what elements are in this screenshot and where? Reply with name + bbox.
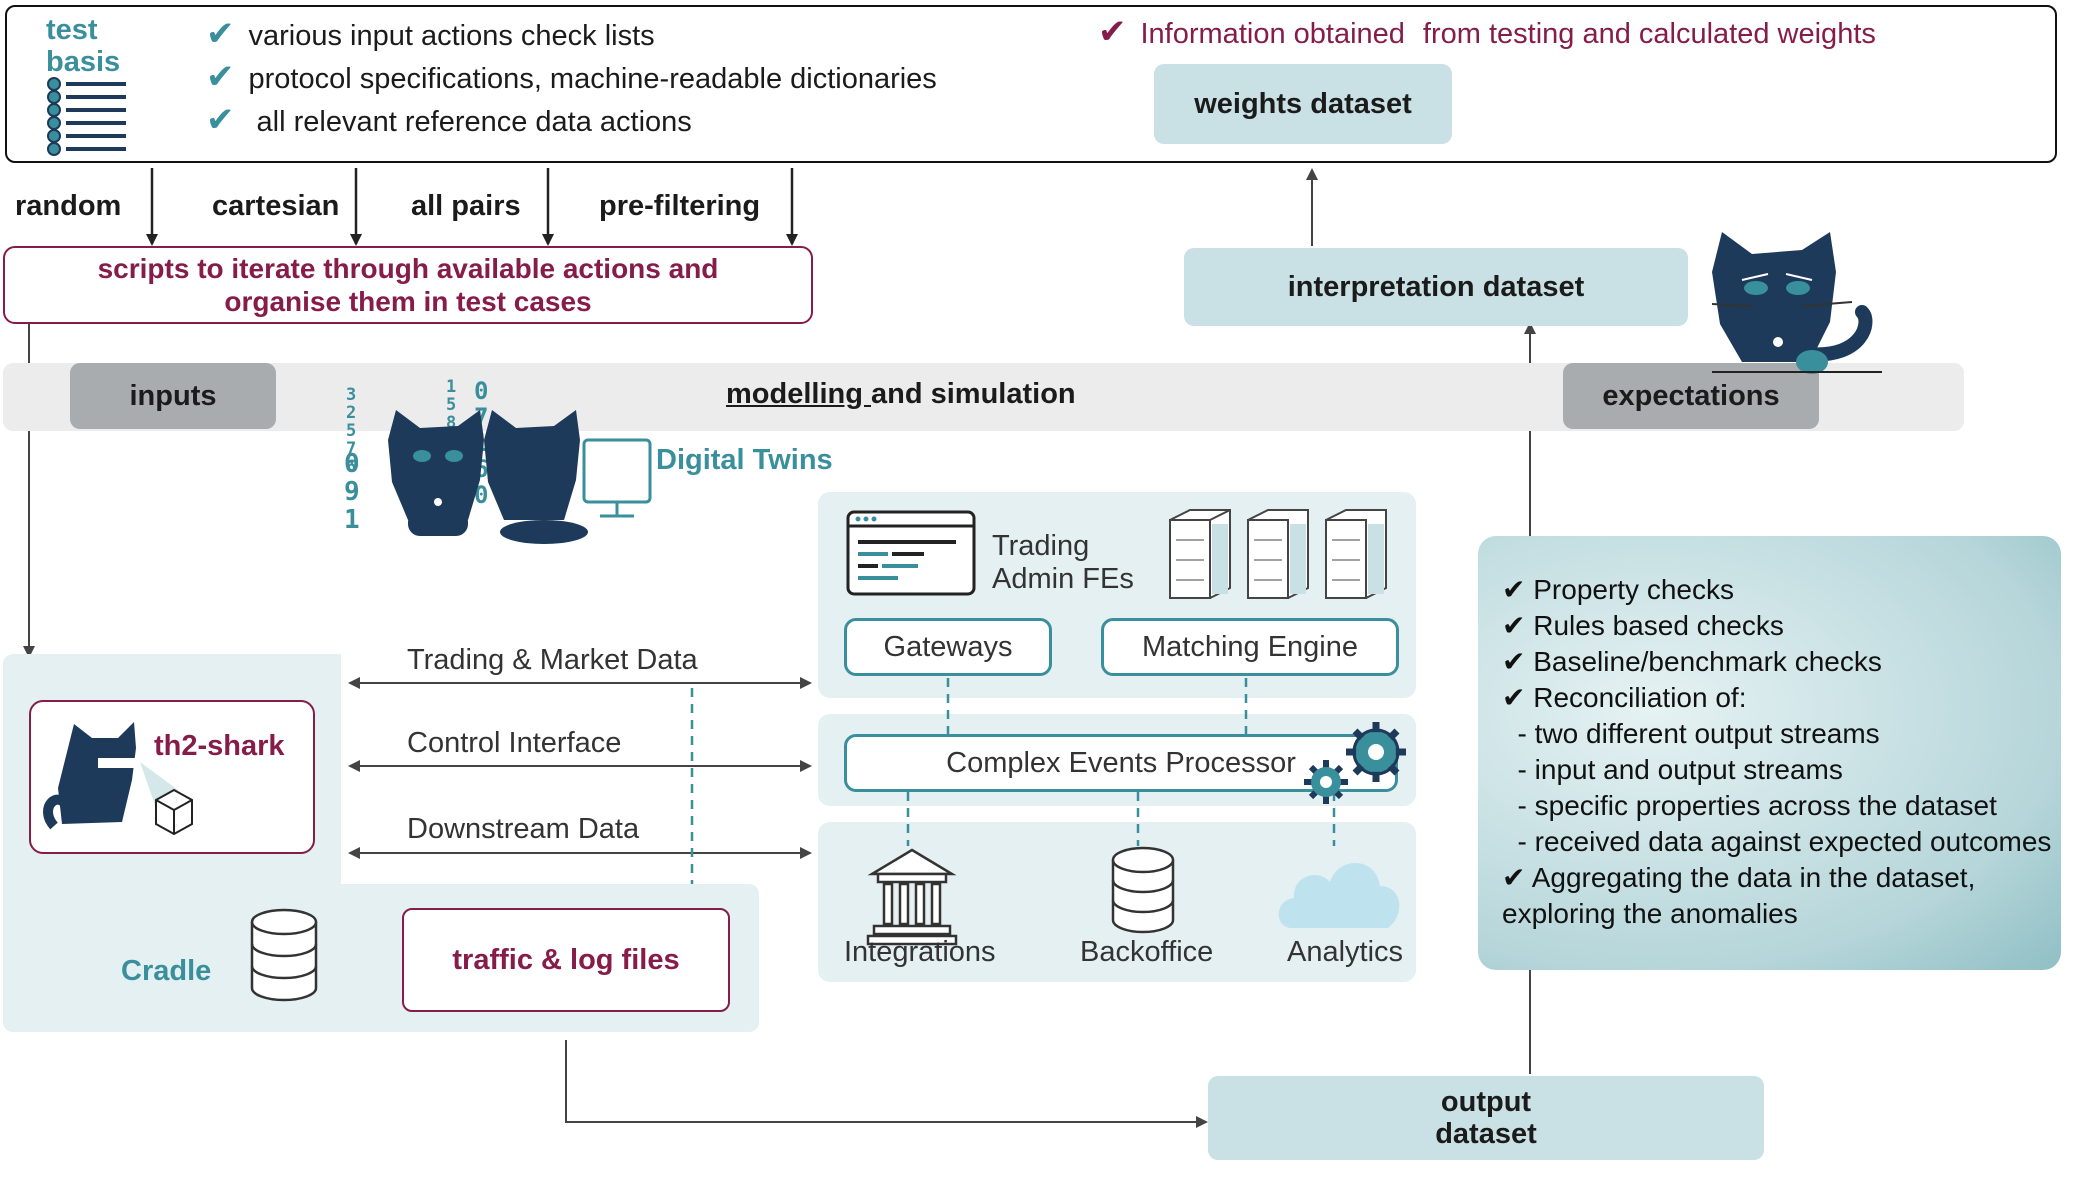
inputs-pill: inputs bbox=[70, 363, 276, 429]
integrations-label: Integrations bbox=[844, 936, 996, 968]
method-pre-filtering: pre-filtering bbox=[599, 190, 761, 222]
check-rules: ✔ Rules based checks bbox=[1502, 610, 1784, 641]
check-icon: ✔ bbox=[206, 101, 235, 139]
check-baseline: ✔ Baseline/benchmark checks bbox=[1502, 646, 1882, 677]
reconcile-input-output: - input and output streams bbox=[1502, 754, 1843, 785]
check-anomalies: exploring the anomalies bbox=[1502, 898, 1798, 929]
check-aggregating: ✔ Aggregating the data in the dataset, bbox=[1502, 862, 1976, 893]
method-random: random bbox=[15, 190, 122, 222]
test-basis-panel bbox=[5, 5, 2057, 163]
flow-label-trading-market: Trading & Market Data bbox=[407, 644, 698, 676]
checklist-item-3: ✔ all relevant reference data actions bbox=[206, 101, 692, 139]
digital-twins-label: Digital Twins bbox=[656, 444, 833, 476]
weights-dataset: weights dataset bbox=[1154, 64, 1452, 144]
flow-label-downstream: Downstream Data bbox=[407, 813, 640, 845]
check-icon: ✔ bbox=[206, 15, 235, 53]
traffic-log-files-box: traffic & log files bbox=[402, 908, 730, 1012]
analytics-label: Analytics bbox=[1287, 936, 1404, 968]
checklist-item-1: ✔various input actions check lists bbox=[206, 15, 655, 53]
checks-panel: ✔ Property checks ✔ Rules based checks ✔… bbox=[1478, 536, 2061, 970]
checklist-item-2: ✔protocol specifications, machine-readab… bbox=[206, 58, 937, 96]
gateways-box: Gateways bbox=[844, 618, 1052, 676]
method-cartesian: cartesian bbox=[212, 190, 340, 222]
method-all-pairs: all pairs bbox=[411, 190, 521, 222]
check-icon: ✔ bbox=[206, 58, 235, 96]
reconcile-properties: - specific properties across the dataset bbox=[1502, 790, 1997, 821]
test-basis-title: test basis bbox=[46, 14, 121, 78]
check-reconciliation: ✔ Reconciliation of: bbox=[1502, 682, 1747, 713]
cep-box: Complex Events Processor bbox=[844, 734, 1398, 792]
flow-label-control: Control Interface bbox=[407, 727, 622, 759]
output-dataset: output dataset bbox=[1208, 1076, 1764, 1160]
band-title: modelling and simulation bbox=[726, 378, 1076, 410]
th2-shark-label: th2-shark bbox=[154, 730, 285, 762]
reconcile-output-streams: - two different output streams bbox=[1502, 718, 1880, 749]
check-icon: ✔ bbox=[1098, 13, 1127, 51]
cradle-label: Cradle bbox=[121, 955, 212, 987]
trading-admin-label: Trading Admin FEs bbox=[992, 530, 1134, 595]
scripts-box: scripts to iterate through available act… bbox=[3, 246, 813, 324]
check-property: ✔ Property checks bbox=[1502, 574, 1734, 605]
expectations-pill: expectations bbox=[1563, 363, 1819, 429]
reconcile-expected: - received data against expected outcome… bbox=[1502, 826, 2052, 857]
matching-engine-box: Matching Engine bbox=[1101, 618, 1399, 676]
th2-shark-box bbox=[29, 700, 315, 854]
interpretation-dataset: interpretation dataset bbox=[1184, 248, 1688, 326]
backoffice-label: Backoffice bbox=[1080, 936, 1214, 968]
